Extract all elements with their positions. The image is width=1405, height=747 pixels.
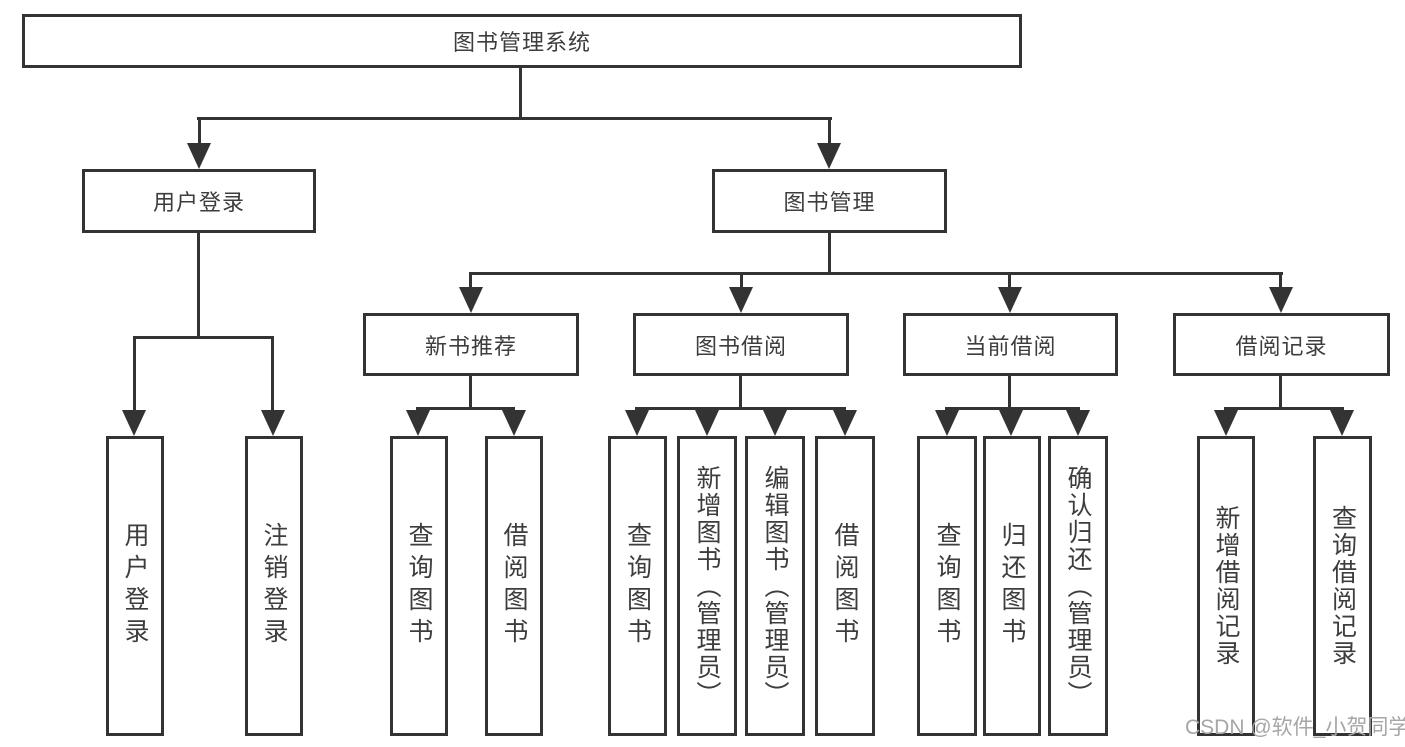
connector-borrow-records-hline [1224,407,1344,410]
leaf-bb-add-books-admin: 新增图书（管理员） [677,436,737,736]
leaf-bb-edit-books-admin: 编辑图书（管理员） [745,436,805,736]
node-book-management-label: 图书管理 [783,190,876,215]
leaf-user-login-label: 用户登录 [121,522,149,650]
connector-current-borrow-hline [945,407,1080,410]
connector-drop-user-login [198,117,201,147]
leaf-bb-query-books: 查询图书 [608,436,667,736]
leaf-bb-query-books-label: 查询图书 [623,522,652,650]
connector-drop-borrow-records [1279,272,1282,291]
arrowhead-bb-borrow [833,410,857,436]
node-user-login-label: 用户登录 [152,190,245,215]
leaf-br-query-record-label: 查询借阅记录 [1328,505,1357,667]
leaf-bb-edit-books-admin-label: 编辑图书（管理员） [761,464,789,708]
arrowhead-nbr-query [406,410,430,436]
arrowhead-cb-confirm [1066,410,1090,436]
leaf-br-add-record-label: 新增借阅记录 [1212,505,1240,667]
arrowhead-leaf-logout [261,410,285,436]
connector-drop-leaf-login [133,336,136,412]
node-user-login: 用户登录 [82,169,316,233]
connector-new-book-stem [469,376,472,410]
node-root: 图书管理系统 [22,14,1022,68]
connector-book-management-hline [469,272,1283,275]
arrowhead-borrow-records [1269,287,1293,313]
leaf-br-add-record: 新增借阅记录 [1197,436,1255,736]
arrowhead-leaf-login [122,410,146,436]
connector-user-login-hline [133,336,274,339]
leaf-nbr-query-books-label: 查询图书 [405,522,433,650]
connector-root-stem [519,66,522,119]
arrowhead-nbr-borrow [502,410,526,436]
node-new-book-recommend: 新书推荐 [363,313,579,376]
arrowhead-user-login [187,143,211,169]
arrowhead-bb-edit [763,410,787,436]
connector-root-hline [197,117,832,120]
node-book-management: 图书管理 [712,169,947,233]
leaf-cb-query-books-label: 查询图书 [933,522,961,650]
leaf-cb-return-books-label: 归还图书 [998,522,1026,650]
leaf-nbr-borrow-books-label: 借阅图书 [500,522,528,650]
connector-borrow-records-stem [1279,376,1282,410]
arrowhead-cb-query [935,410,959,436]
node-current-borrow-label: 当前借阅 [964,333,1057,359]
leaf-logout-label: 注销登录 [260,522,288,650]
node-book-borrow: 图书借阅 [633,313,849,376]
arrowhead-bb-add [695,410,719,436]
connector-drop-book-borrow [740,272,743,291]
connector-user-login-stem [197,233,200,338]
node-current-borrow: 当前借阅 [903,313,1118,376]
arrowhead-current-borrow [998,287,1022,313]
leaf-nbr-borrow-books: 借阅图书 [485,436,543,736]
arrowhead-br-query [1330,410,1354,436]
leaf-cb-confirm-return-admin: 确认归还（管理员） [1048,436,1108,736]
node-root-label: 图书管理系统 [452,30,591,55]
leaf-bb-borrow-books-label: 借阅图书 [831,522,859,650]
connector-current-borrow-stem [1008,376,1011,410]
arrowhead-cb-return [999,410,1023,436]
connector-book-management-stem [828,233,831,275]
connector-book-borrow-stem [739,376,742,410]
node-book-borrow-label: 图书借阅 [694,333,787,359]
leaf-cb-query-books: 查询图书 [917,436,977,736]
leaf-bb-add-books-admin-label: 新增图书（管理员） [693,464,721,708]
node-new-book-recommend-label: 新书推荐 [424,333,517,359]
connector-drop-leaf-logout [271,336,274,412]
arrowhead-book-management [817,143,841,169]
connector-drop-new-book [469,272,472,291]
arrowhead-bb-query [625,410,649,436]
arrowhead-book-borrow [729,287,753,313]
leaf-nbr-query-books: 查询图书 [390,436,448,736]
leaf-cb-confirm-return-admin-label: 确认归还（管理员） [1064,464,1092,708]
connector-book-borrow-hline [635,407,846,410]
arrowhead-br-add [1214,410,1238,436]
node-borrow-records-label: 借阅记录 [1235,333,1328,359]
leaf-cb-return-books: 归还图书 [983,436,1041,736]
arrowhead-new-book [459,287,483,313]
watermark: CSDN @软件_小贺同学 [1185,716,1405,739]
connector-drop-book-management [828,117,831,147]
node-borrow-records: 借阅记录 [1173,313,1390,376]
leaf-br-query-record: 查询借阅记录 [1313,436,1372,736]
connector-drop-current-borrow [1008,272,1011,291]
connector-new-book-hline [416,407,515,410]
leaf-user-login: 用户登录 [106,436,164,736]
leaf-logout: 注销登录 [245,436,303,736]
leaf-bb-borrow-books: 借阅图书 [815,436,875,736]
